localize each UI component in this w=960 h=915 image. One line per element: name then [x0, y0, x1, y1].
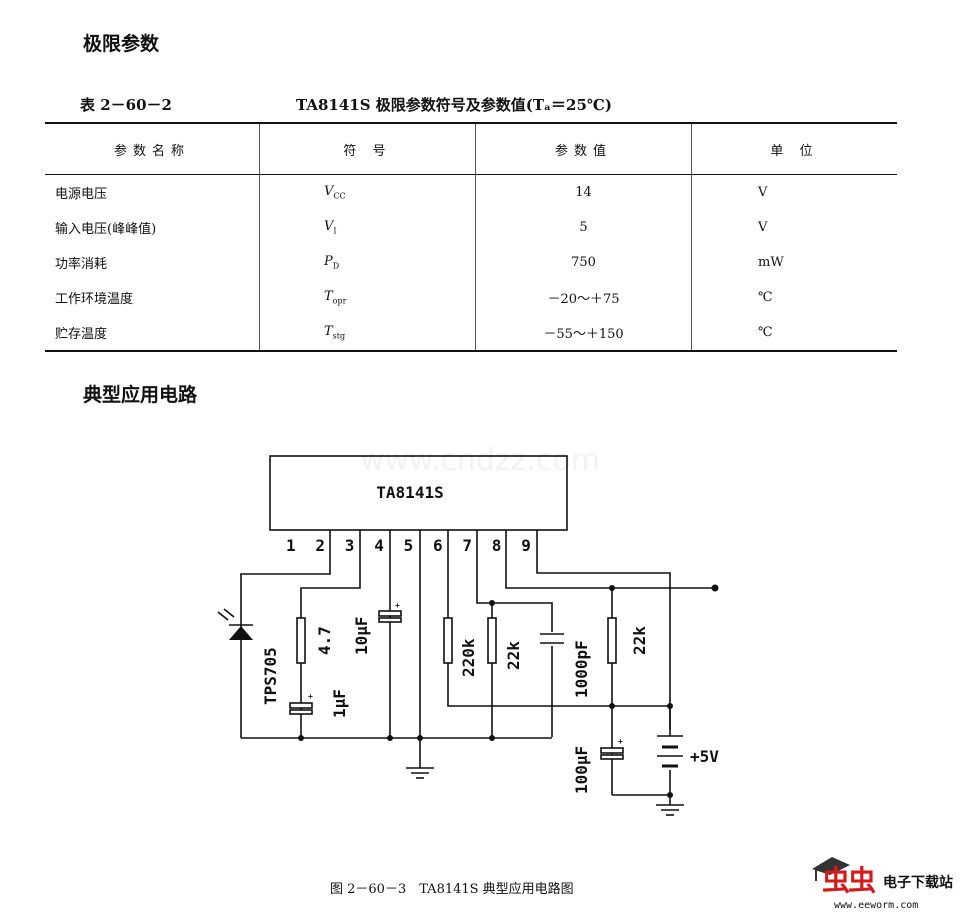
- table-header-row: 参数名称 符 号 参数值 单 位: [45, 123, 897, 175]
- figure-caption: 图 2－60－3 TA8141S 典型应用电路图: [330, 882, 574, 897]
- symbol-main: P: [324, 254, 333, 270]
- pin-number: 5: [404, 536, 414, 555]
- col-header: 符 号: [259, 123, 476, 175]
- watermark: www.cndzz.com: [360, 443, 600, 478]
- symbol-sub: stg: [332, 331, 346, 341]
- graduation-cap-icon: [812, 857, 850, 881]
- table-row: 输入电压(峰峰值) VI 5 V: [45, 210, 897, 245]
- c2-label: 10μF: [352, 616, 371, 655]
- param-unit: V: [691, 174, 897, 210]
- param-unit: mW: [691, 245, 897, 280]
- ground-icon: [406, 767, 684, 816]
- param-symbol: VI: [259, 210, 476, 245]
- table-row: 电源电压 VCC 14 V: [45, 174, 897, 210]
- table-row: 贮存温度 Tstg －55～＋150 ℃: [45, 315, 897, 351]
- pin-number: 2: [315, 536, 325, 555]
- table-row: 功率消耗 PD 750 mW: [45, 245, 897, 280]
- param-value: 750: [475, 245, 692, 280]
- param-symbol: PD: [259, 245, 476, 280]
- diode-label: TPS705: [261, 647, 280, 705]
- diode-icon: [217, 608, 253, 640]
- symbol-sub: D: [332, 261, 340, 271]
- section-title-limits: 极限参数: [83, 33, 160, 55]
- symbol-main: T: [324, 324, 333, 340]
- symbol-main: V: [324, 184, 334, 200]
- pin-number: 9: [521, 536, 531, 555]
- table-title: TA8141S 极限参数符号及参数值(Tₐ＝25℃): [296, 96, 612, 114]
- symbol-sub: CC: [333, 191, 346, 201]
- param-unit: ℃: [691, 315, 897, 351]
- param-name: 电源电压: [55, 187, 108, 202]
- param-value: 5: [475, 210, 692, 245]
- pin-number: 6: [433, 536, 443, 555]
- symbol-sub: I: [333, 226, 337, 236]
- r2-label: 220k: [459, 638, 478, 677]
- capacitors: + + +: [289, 601, 624, 760]
- r4-label: 22k: [630, 626, 649, 655]
- table-row: 工作环境温度 Topr －20～＋75 ℃: [45, 280, 897, 315]
- param-value: －20～＋75: [475, 280, 692, 315]
- param-name: 贮存温度: [55, 327, 108, 342]
- pin-number: 1: [286, 536, 296, 555]
- ic-box: [269, 455, 568, 531]
- svg-text:+: +: [395, 601, 400, 610]
- r1-label: 4.7: [315, 626, 334, 655]
- param-symbol: Tstg: [259, 315, 476, 351]
- param-name: 工作环境温度: [55, 292, 134, 307]
- table-number: 表 2－60－2: [80, 96, 172, 114]
- resistors: [296, 617, 617, 664]
- param-symbol: VCC: [259, 174, 476, 210]
- battery-icon: [655, 706, 685, 770]
- c3-label: 1000pF: [572, 640, 591, 698]
- param-unit: V: [691, 210, 897, 245]
- svg-text:+: +: [618, 737, 623, 746]
- section-title-circuit: 典型应用电路: [83, 384, 198, 406]
- logo-url: www.eeworm.com: [834, 900, 919, 911]
- pin-number: 4: [374, 536, 384, 555]
- col-header: 参数值: [475, 123, 692, 175]
- symbol-main: T: [324, 289, 333, 305]
- pin-number: 3: [345, 536, 355, 555]
- symbol-sub: opr: [332, 296, 347, 306]
- param-value: 14: [475, 174, 692, 210]
- wires: [240, 530, 715, 805]
- col-header: 参数名称: [45, 123, 260, 175]
- c1-label: 1μF: [330, 689, 349, 718]
- pin-number: 8: [492, 536, 502, 555]
- junction-dots: [298, 584, 719, 798]
- ic-label: TA8141S: [376, 483, 443, 502]
- svg-text:+: +: [308, 692, 313, 701]
- pin-number: 7: [462, 536, 472, 555]
- param-unit: ℃: [691, 280, 897, 315]
- param-name: 输入电压(峰峰值): [55, 222, 157, 237]
- col-header: 单 位: [691, 123, 897, 175]
- r3-label: 22k: [504, 641, 523, 670]
- supply-label: +5V: [690, 747, 719, 766]
- param-symbol: Topr: [259, 280, 476, 315]
- symbol-main: V: [324, 219, 334, 235]
- param-value: －55～＋150: [475, 315, 692, 351]
- c4-label: 100μF: [572, 746, 591, 794]
- param-name: 功率消耗: [55, 257, 108, 272]
- eeworm-logo: 虫虫 电子下载站 www.eeworm.com: [808, 855, 960, 915]
